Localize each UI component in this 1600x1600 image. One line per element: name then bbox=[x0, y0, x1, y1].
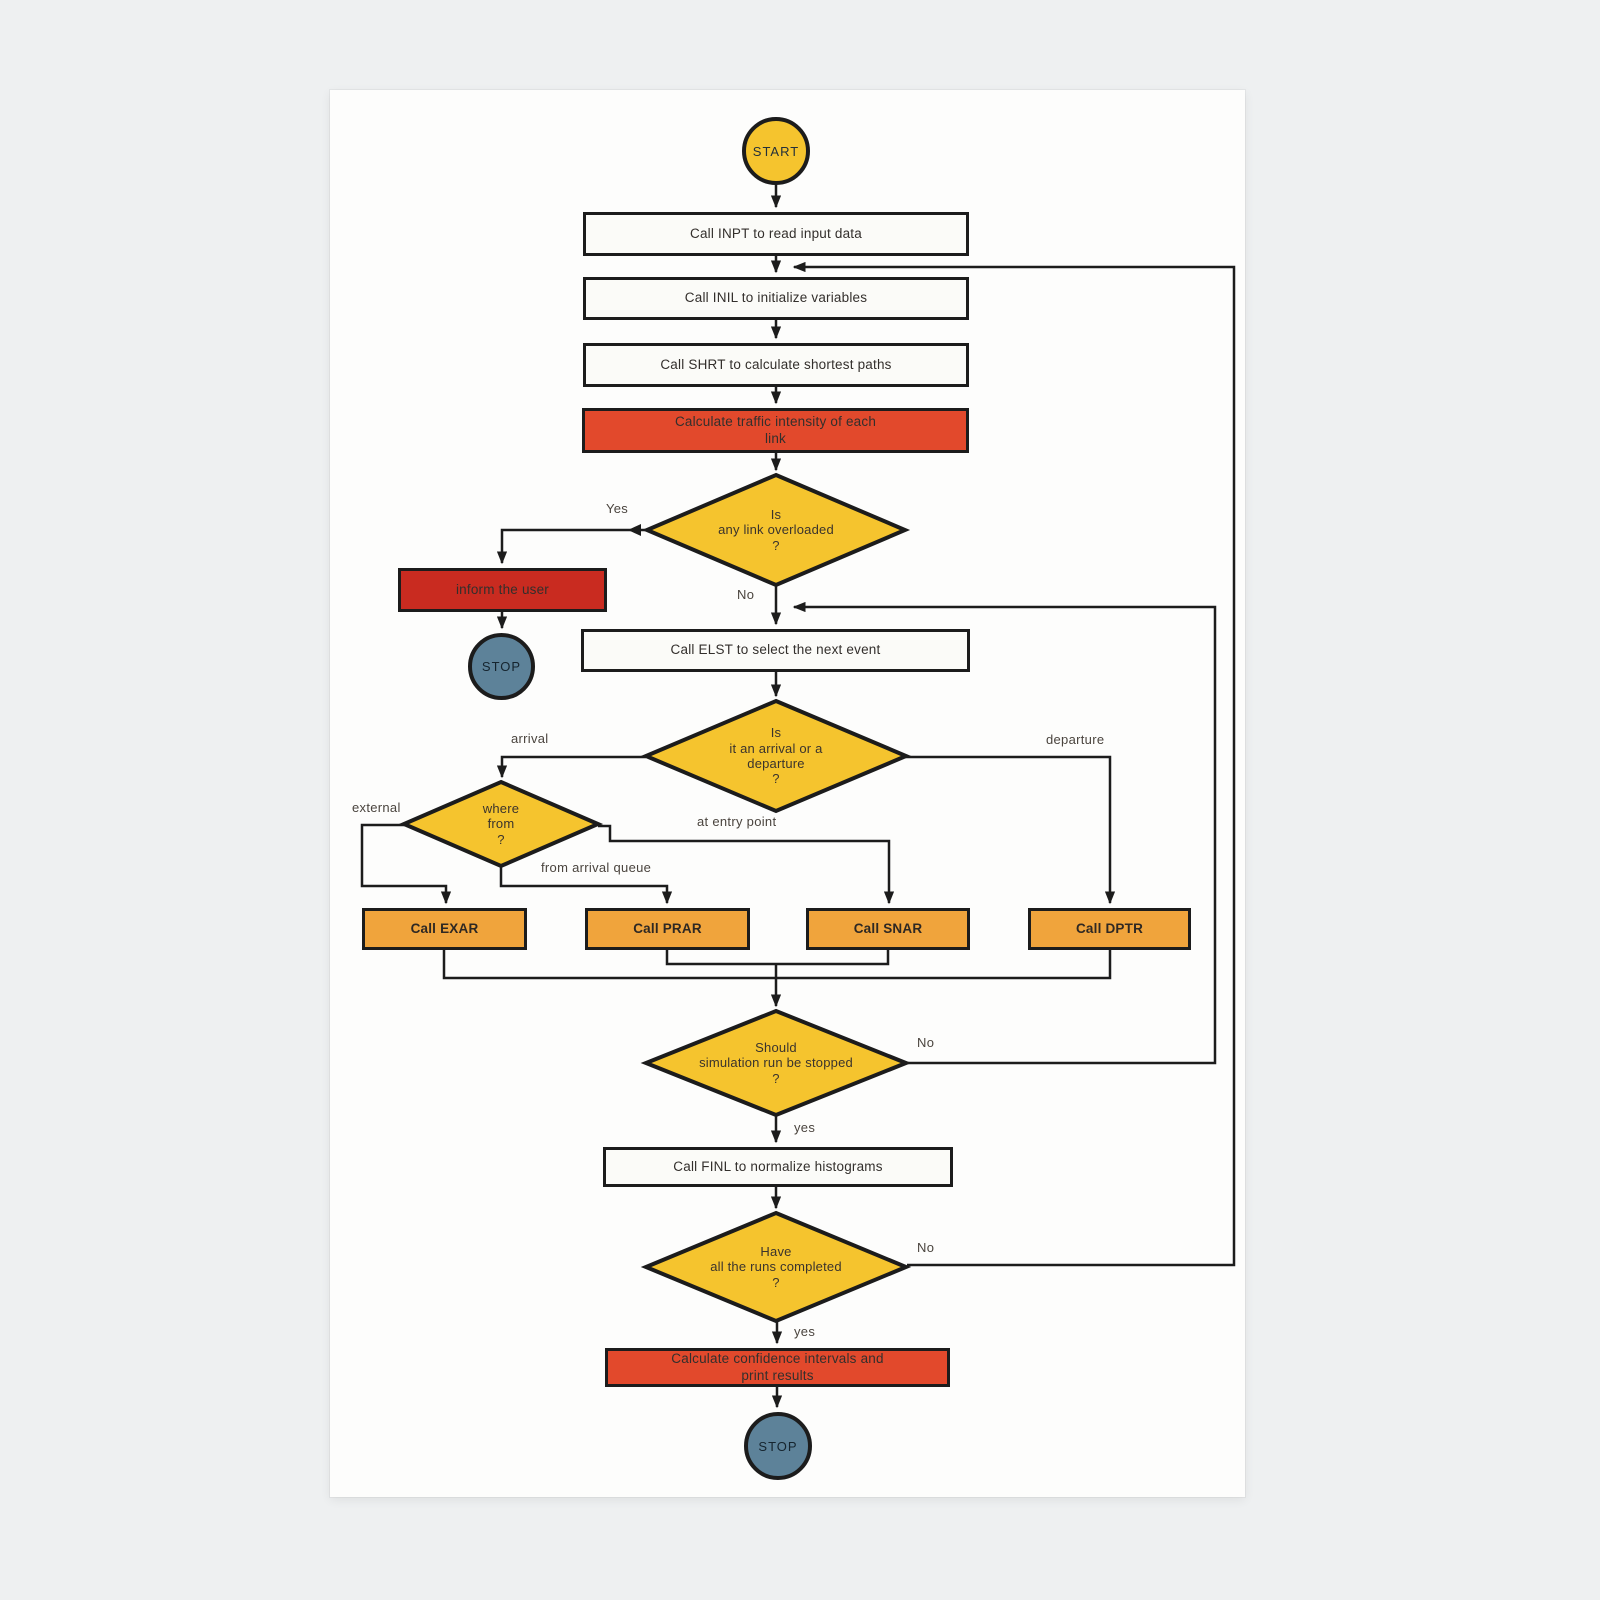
stop1-label: STOP bbox=[481, 659, 522, 674]
process-call-exar: Call EXAR bbox=[362, 908, 527, 950]
snar-label: Call SNAR bbox=[853, 920, 923, 936]
stop2-label: STOP bbox=[758, 1438, 798, 1454]
edge-label-at-entry-point: at entry point bbox=[697, 814, 777, 829]
process-call-prar: Call PRAR bbox=[585, 908, 750, 950]
edge-label-arrival: arrival bbox=[511, 731, 549, 746]
decision-simstop-label: Should simulation run be stopped ? bbox=[699, 1040, 853, 1086]
edge-label-yes-overload: Yes bbox=[606, 501, 629, 516]
edge-label-no-overload: No bbox=[737, 587, 755, 602]
elst-label: Call ELST to select the next event bbox=[670, 642, 881, 658]
process-calc-confidence: Calculate confidence intervals and print… bbox=[605, 1348, 950, 1387]
decision-arrival-label: Is it an arrival or a departure ? bbox=[729, 725, 823, 787]
prar-label: Call PRAR bbox=[633, 920, 702, 936]
process-call-inpt: Call INPT to read input data bbox=[583, 212, 969, 256]
process-call-elst: Call ELST to select the next event bbox=[581, 629, 970, 672]
edge-label-yes-runs: yes bbox=[794, 1324, 816, 1339]
start-terminal: START bbox=[742, 117, 810, 185]
edge-label-no-runs: No bbox=[917, 1240, 935, 1255]
process-inform-user: inform the user bbox=[398, 568, 607, 612]
process-call-snar: Call SNAR bbox=[806, 908, 970, 950]
start-label: START bbox=[752, 143, 800, 159]
traffic-label: Calculate traffic intensity of each link bbox=[674, 414, 877, 446]
decision-overload-label: Is any link overloaded ? bbox=[718, 507, 834, 553]
stop-terminal-end: STOP bbox=[744, 1412, 812, 1480]
edge-label-departure: departure bbox=[1046, 732, 1105, 747]
exar-label: Call EXAR bbox=[410, 920, 479, 936]
finl-label: Call FINL to normalize histograms bbox=[673, 1158, 883, 1174]
shrt-label: Call SHRT to calculate shortest paths bbox=[660, 356, 892, 372]
process-call-finl: Call FINL to normalize histograms bbox=[603, 1147, 953, 1187]
confidence-label: Calculate confidence intervals and print… bbox=[671, 1351, 884, 1383]
edge-label-no-simstop: No bbox=[917, 1035, 935, 1050]
inpt-label: Call INPT to read input data bbox=[690, 225, 862, 241]
stop-terminal-overload: STOP bbox=[468, 633, 535, 700]
edge-label-external: external bbox=[352, 800, 401, 815]
inil-label: Call INIL to initialize variables bbox=[684, 290, 868, 306]
edge-label-yes-simstop: yes bbox=[794, 1120, 816, 1135]
process-call-dptr: Call DPTR bbox=[1028, 908, 1191, 950]
dptr-label: Call DPTR bbox=[1075, 920, 1144, 936]
inform-label: inform the user bbox=[455, 581, 550, 597]
process-calc-traffic-intensity: Calculate traffic intensity of each link bbox=[582, 408, 969, 453]
process-call-shrt: Call SHRT to calculate shortest paths bbox=[583, 343, 969, 387]
decision-runs-label: Have all the runs completed ? bbox=[710, 1244, 842, 1290]
decision-wherefrom-label: where from ? bbox=[482, 801, 520, 847]
edge-label-from-arrival-queue: from arrival queue bbox=[541, 860, 652, 875]
process-call-inil: Call INIL to initialize variables bbox=[583, 277, 969, 320]
